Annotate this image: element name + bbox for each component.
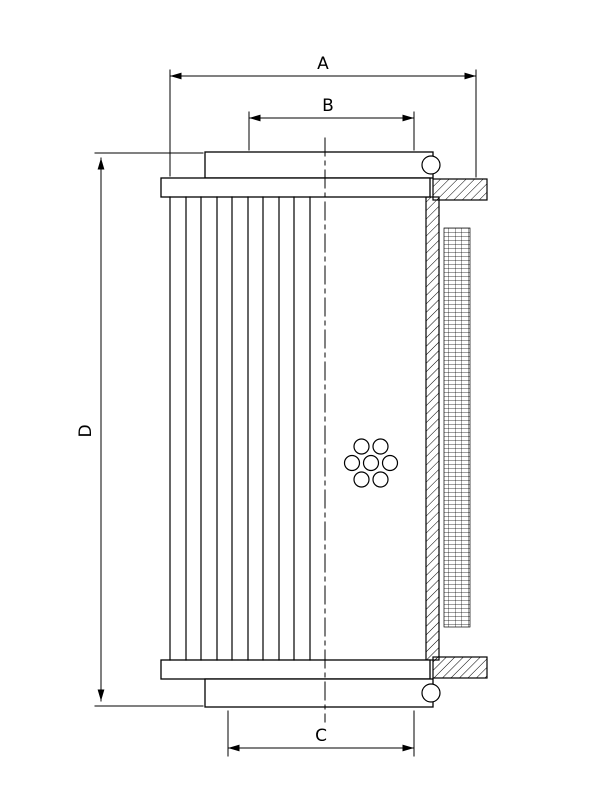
dimension-c-label: C [315,726,327,746]
hole [372,471,389,488]
wire-mesh-screen [443,227,471,628]
pleated-filter-media [169,196,311,661]
bottom-end-cap-flange [160,659,431,680]
top-right-end-cap-section [432,178,488,201]
top-end-cap-flange [160,177,431,198]
bottom-right-end-cap-section [432,656,488,679]
perforation-hole-pattern [343,438,399,488]
bottom-collar [204,678,434,708]
dimension-b-label: B [322,96,334,116]
dimension-d-label: D [76,424,96,437]
o-ring-seal-bottom [421,683,441,703]
top-collar [204,151,434,179]
hole [372,438,389,455]
hole [362,454,380,472]
dimension-c: C [227,710,415,757]
hole [381,454,399,472]
hole [353,438,370,455]
hole [353,471,370,488]
dimension-d: D [76,152,204,707]
dimension-a: A [169,54,477,178]
hole [343,454,361,472]
core-tube-hatched-wall [425,196,440,661]
dimension-b: B [248,96,415,151]
dimension-a-label: A [317,54,329,74]
o-ring-seal-top [421,155,441,175]
